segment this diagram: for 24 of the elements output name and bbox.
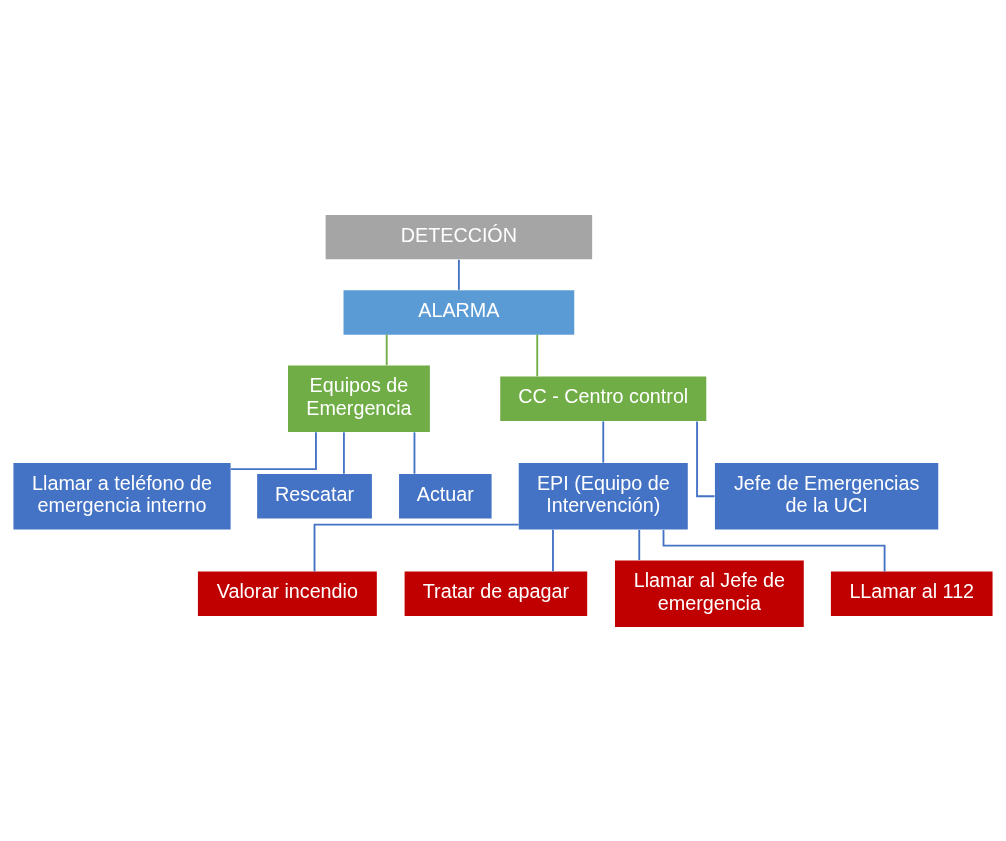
connector — [602, 419, 605, 464]
node-box: Rescatar — [257, 473, 372, 518]
connector — [343, 430, 345, 475]
connector — [638, 528, 641, 561]
connector — [385, 333, 388, 366]
connector — [229, 430, 317, 470]
node-box: Equipos de Emergencia — [288, 364, 430, 432]
node-box: Llamar al Jefe de emergencia — [615, 559, 804, 627]
node-box: ALARMA — [343, 289, 575, 335]
node-box: DETECCIÓN — [325, 214, 593, 259]
node-box: EPI (Equipo de Intervención) — [518, 462, 688, 530]
node-box: CC - Centro control — [500, 376, 707, 421]
connector — [413, 430, 416, 475]
connector — [696, 419, 716, 497]
node-box: Llamar a teléfono de emergencia interno — [13, 462, 231, 530]
connector — [313, 523, 520, 572]
connector — [457, 258, 460, 291]
node-box: Actuar — [399, 473, 492, 518]
connector — [536, 333, 539, 377]
node-box: Tratar de apagar — [404, 571, 588, 616]
connector — [552, 528, 554, 572]
node-box: Valorar incendio — [197, 571, 377, 616]
node-box: LLamar al 112 — [830, 571, 993, 616]
node-box: Jefe de Emergencias de la UCI — [714, 462, 939, 530]
